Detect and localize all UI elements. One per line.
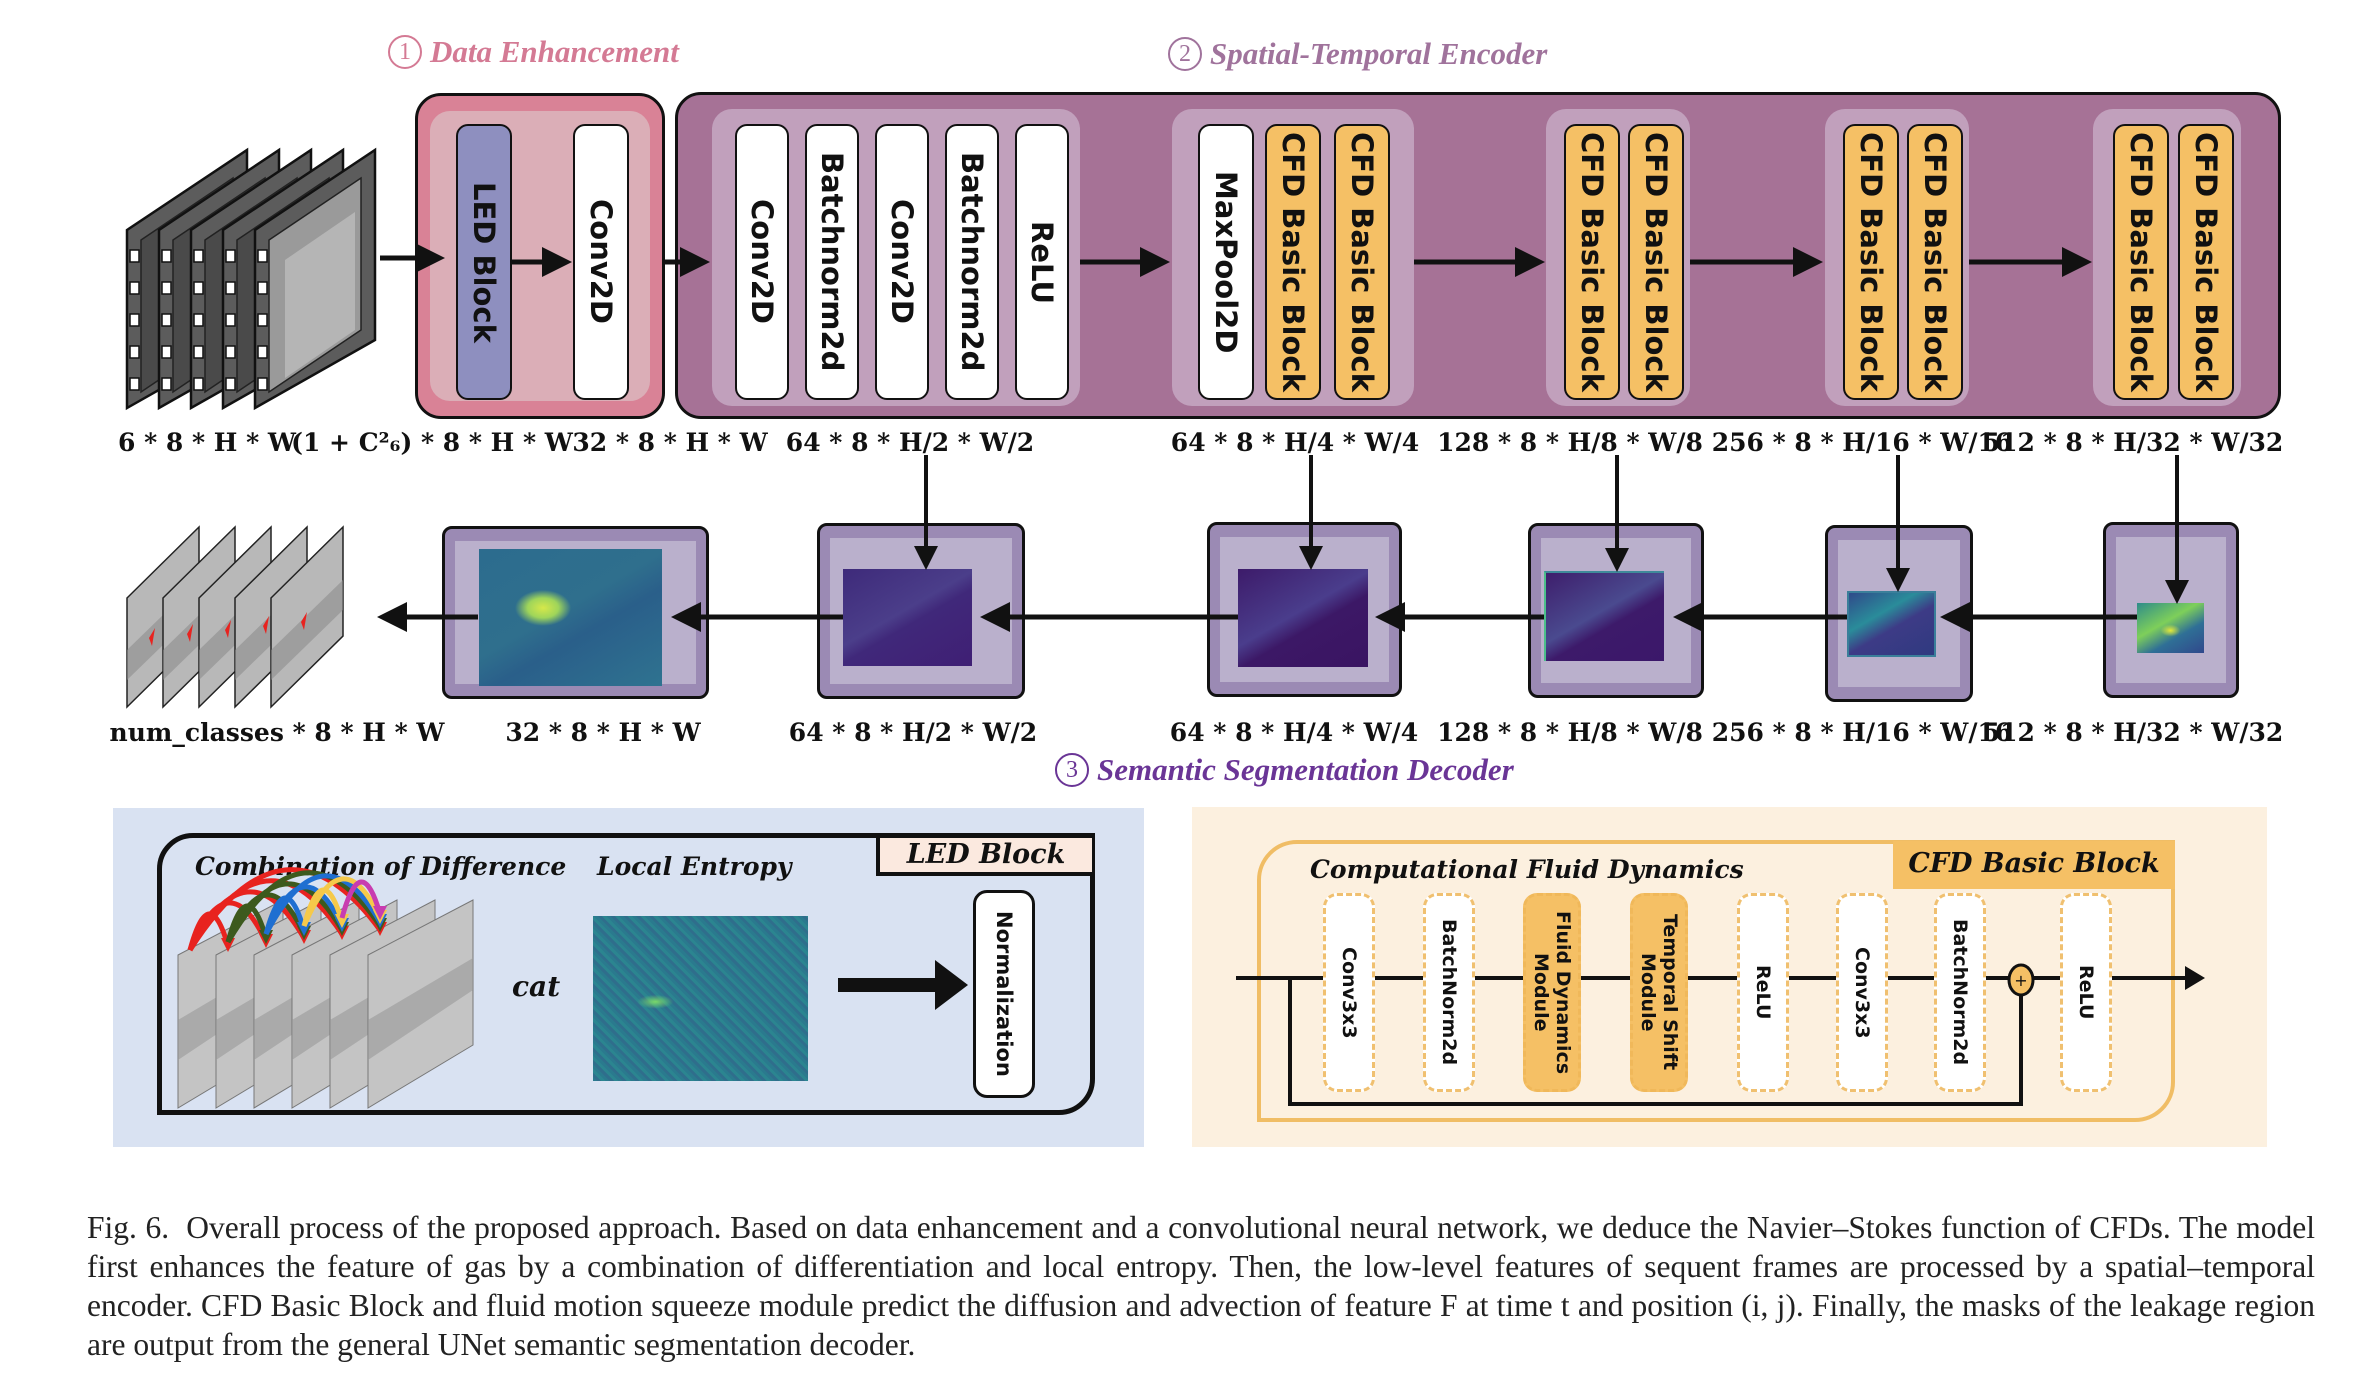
dim-label-stage2: 64 * 8 * H/4 * W/4 <box>1170 428 1420 457</box>
led-block-frame <box>157 833 1095 1115</box>
cfd-conv3x3-block[interactable]: Conv3x3 <box>1323 893 1375 1092</box>
dim-label-d0: 32 * 8 * H * W <box>505 718 701 747</box>
encoder-cfd-basic-block-block[interactable]: CFD Basic Block <box>1907 124 1963 400</box>
feature-map-d2 <box>1238 569 1368 667</box>
cfd-relu-block[interactable]: ReLU <box>2060 893 2112 1092</box>
dim-label-d3: 128 * 8 * H/8 * W/8 <box>1437 718 1703 747</box>
add-icon <box>2007 963 2035 997</box>
dim-label-d2: 64 * 8 * H/4 * W/4 <box>1169 718 1419 747</box>
encoder-relu-block[interactable]: ReLU <box>1015 124 1069 400</box>
cfd-batchnorm2d-block[interactable]: BatchNorm2d <box>1423 893 1475 1092</box>
dim-label-input: 6 * 8 * H * W <box>118 428 296 457</box>
section-number-badge: 2 <box>1168 36 1202 71</box>
feature-map-d3 <box>1544 571 1664 661</box>
dim-label-after-conv: 32 * 8 * H * W <box>572 428 768 457</box>
dim-label-d5: 512 * 8 * H/32 * W/32 <box>1982 718 2284 747</box>
caption-prefix: Fig. 6. <box>87 1210 170 1245</box>
cfd-conv3x3-block[interactable]: Conv3x3 <box>1836 893 1888 1092</box>
local-entropy-label: Local Entropy <box>597 852 792 881</box>
figure-caption: Fig. 6. Overall process of the proposed … <box>87 1208 2315 1364</box>
dim-label-stage5: 512 * 8 * H/32 * W/32 <box>1982 428 2284 457</box>
cfd-block-frame <box>1257 840 2175 1122</box>
encoder-batchnorm2d-block[interactable]: Batchnorm2d <box>805 124 859 400</box>
encoder-batchnorm2d-block[interactable]: Batchnorm2d <box>945 124 999 400</box>
cfd-residual-path <box>1288 978 2023 1106</box>
cfd-relu-block[interactable]: ReLU <box>1737 893 1789 1092</box>
dim-label-d4: 256 * 8 * H/16 * W/16 <box>1711 718 2013 747</box>
encoder-cfd-basic-block-block[interactable]: CFD Basic Block <box>1564 124 1620 400</box>
cfd-batchnorm2d-block[interactable]: BatchNorm2d <box>1934 893 1986 1092</box>
conv2d-block[interactable]: Conv2D <box>573 124 629 400</box>
section-number-badge: 3 <box>1055 752 1089 787</box>
cfd-panel-title: CFD Basic Block <box>1893 841 2175 889</box>
difference-arc <box>225 870 383 944</box>
cfd-output-arrow <box>2185 966 2205 990</box>
encoder-conv2d-block[interactable]: Conv2D <box>875 124 929 400</box>
cat-label: cat <box>512 970 561 1003</box>
difference-arc <box>263 873 383 936</box>
feature-map-d0 <box>479 549 662 686</box>
feature-map-d5 <box>2137 603 2204 653</box>
cfd-temporal-shift-module-block[interactable]: Temporal Shift Module <box>1630 893 1688 1092</box>
normalization-block[interactable]: Normalization <box>973 890 1035 1098</box>
encoder-conv2d-block[interactable]: Conv2D <box>735 124 789 400</box>
combination-label: Combination of Difference <box>195 852 567 881</box>
dim-label-stage3: 128 * 8 * H/8 * W/8 <box>1437 428 1703 457</box>
difference-arc <box>301 876 383 927</box>
local-entropy-map <box>593 916 808 1081</box>
dim-label-stage1: 64 * 8 * H/2 * W/2 <box>785 428 1035 457</box>
encoder-cfd-basic-block-block[interactable]: CFD Basic Block <box>1334 124 1390 400</box>
difference-arc <box>339 879 383 919</box>
encoder-cfd-basic-block-block[interactable]: CFD Basic Block <box>2113 124 2169 400</box>
feature-map-d4 <box>1847 591 1936 657</box>
difference-frame <box>367 899 474 1109</box>
section-number-badge: 1 <box>388 34 422 69</box>
led-block[interactable]: LED Block <box>456 124 512 400</box>
feature-map-d1 <box>843 569 972 666</box>
dim-label-stage4: 256 * 8 * H/16 * W/16 <box>1711 428 2013 457</box>
encoder-cfd-basic-block-block[interactable]: CFD Basic Block <box>1265 124 1321 400</box>
svg-text:+: + <box>2014 971 2027 990</box>
cfd-fluid-dynamics-module-block[interactable]: Fluid Dynamics Module <box>1523 893 1581 1092</box>
encoder-cfd-basic-block-block[interactable]: CFD Basic Block <box>1843 124 1899 400</box>
output-mask-frame <box>270 525 344 709</box>
cfd-subtitle: Computational Fluid Dynamics <box>1310 855 1744 884</box>
encoder-cfd-basic-block-block[interactable]: CFD Basic Block <box>1628 124 1684 400</box>
encoder-cfd-basic-block-block[interactable]: CFD Basic Block <box>2178 124 2234 400</box>
encoder-maxpool2d-block[interactable]: MaxPool2D <box>1198 124 1254 400</box>
led-panel-title: LED Block <box>876 838 1092 876</box>
dim-label-output: num_classes * 8 * H * W <box>109 718 445 747</box>
dim-label-after-led: (1 + C²₆) * 8 * H * W <box>291 428 573 457</box>
difference-arc <box>187 867 383 952</box>
caption-text: Overall process of the proposed approach… <box>87 1210 2315 1362</box>
dim-label-d1: 64 * 8 * H/2 * W/2 <box>788 718 1038 747</box>
